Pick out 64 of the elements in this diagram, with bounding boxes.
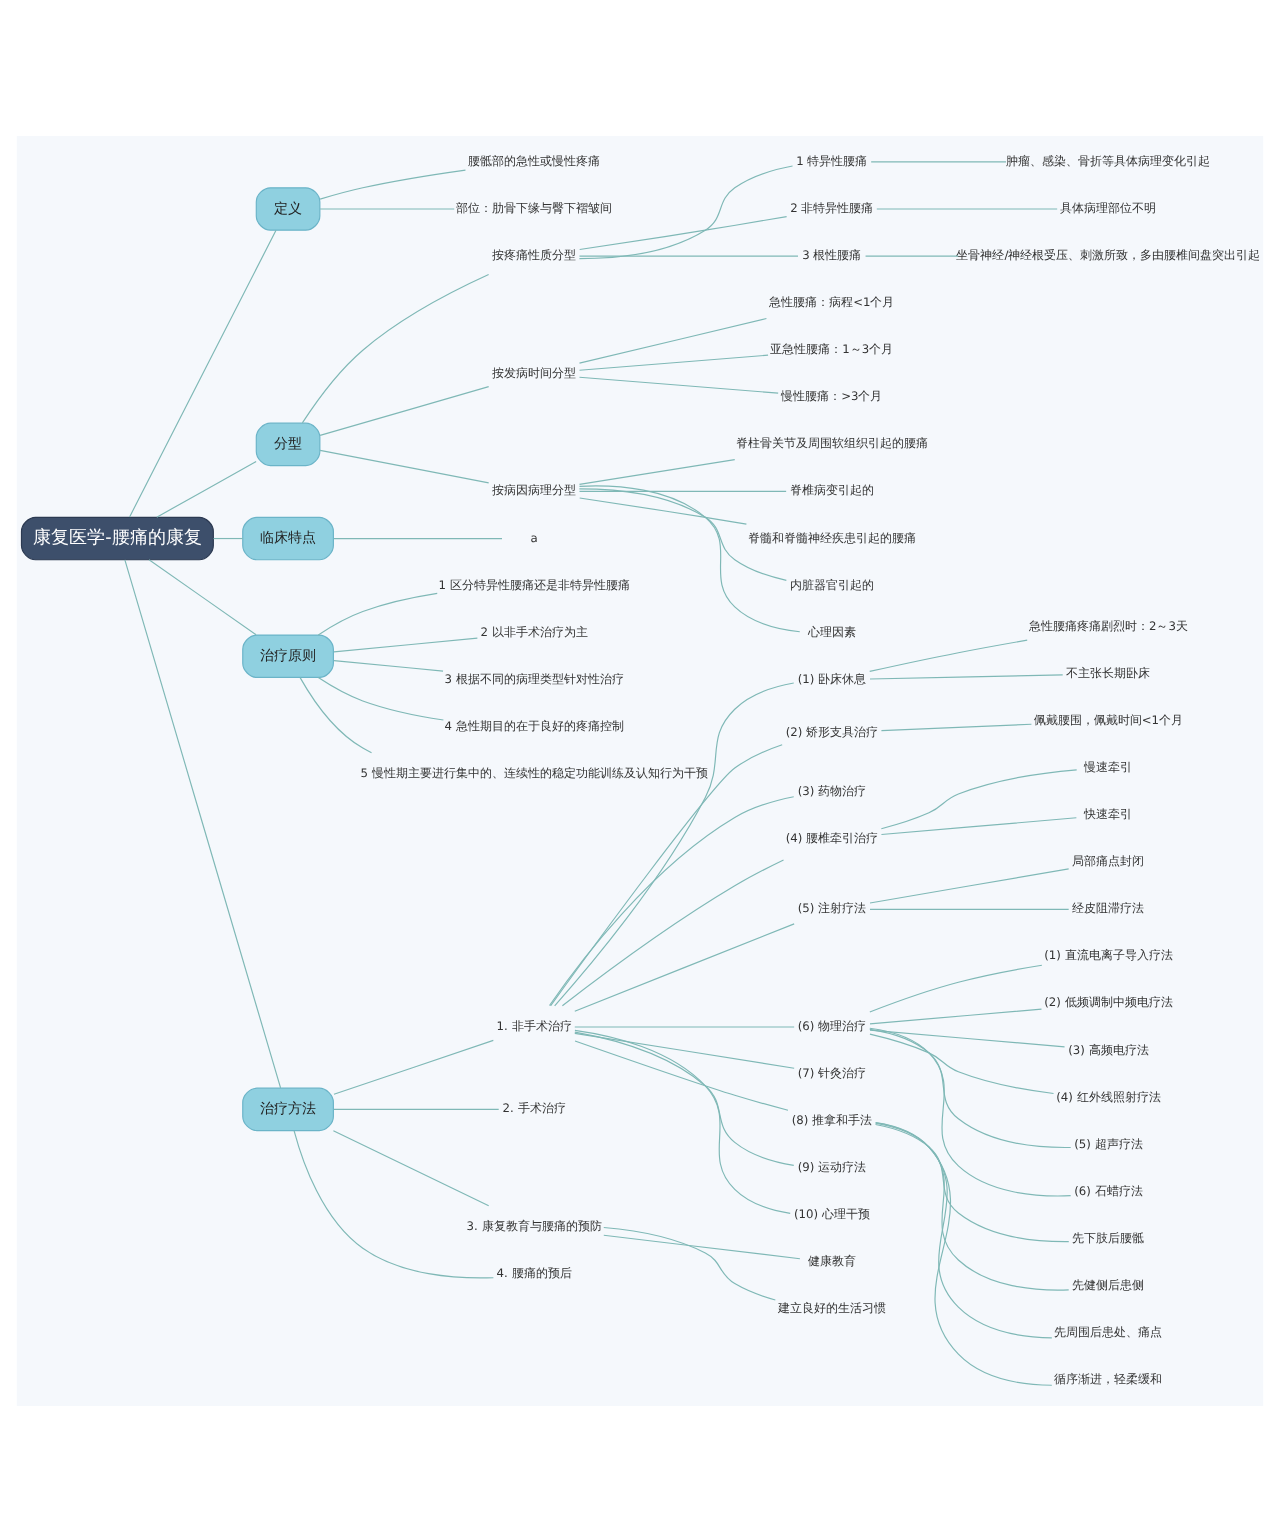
connector	[333, 1038, 494, 1094]
connector	[869, 867, 1070, 903]
connector	[578, 489, 787, 492]
connector	[579, 496, 747, 524]
connector	[317, 591, 438, 635]
connector	[548, 795, 795, 1006]
connector	[880, 816, 1077, 835]
connector	[561, 858, 785, 1006]
connector	[129, 228, 277, 517]
connector	[574, 1039, 789, 1110]
connector	[869, 1027, 1072, 1148]
connector	[869, 1007, 1043, 1024]
connector	[875, 1120, 1053, 1385]
connector	[578, 316, 768, 363]
connector	[319, 168, 467, 199]
connector	[869, 1032, 1055, 1094]
connector	[148, 558, 257, 635]
connector	[869, 638, 1028, 672]
connector	[574, 922, 795, 1011]
connector	[156, 460, 257, 517]
connector	[880, 768, 1078, 829]
connector	[333, 536, 503, 539]
connector	[574, 1030, 795, 1165]
connector	[869, 1028, 1066, 1047]
connector	[333, 636, 478, 652]
connector	[578, 458, 736, 484]
connector	[574, 1025, 795, 1027]
node-box: 康复医学-腰痛的康复	[20, 515, 214, 560]
connector	[333, 658, 444, 671]
connector	[574, 1028, 791, 1213]
connector	[319, 448, 490, 483]
connector	[869, 1026, 1072, 1196]
connector	[880, 722, 1032, 731]
connector	[124, 558, 282, 1088]
connector	[332, 1129, 490, 1206]
connector	[870, 160, 1007, 162]
connector	[874, 1121, 1053, 1338]
connector	[301, 272, 490, 423]
connector	[579, 215, 788, 250]
connector	[212, 536, 244, 539]
connector	[869, 907, 1070, 909]
connector	[578, 487, 787, 580]
connector	[319, 385, 490, 435]
connector	[578, 164, 794, 259]
connector	[864, 254, 959, 256]
connector	[578, 484, 801, 632]
connector	[319, 207, 455, 209]
connector	[317, 676, 444, 720]
connector	[875, 1121, 1070, 1290]
connector	[578, 353, 769, 370]
connector	[578, 375, 779, 393]
connector	[293, 1129, 494, 1278]
connector	[333, 1107, 500, 1109]
connector	[603, 1225, 776, 1300]
connector	[578, 254, 799, 256]
connector	[869, 673, 1064, 679]
connector	[554, 681, 795, 1006]
connector	[869, 963, 1043, 1012]
connector	[874, 1122, 1070, 1242]
connector	[574, 1031, 795, 1068]
connector	[603, 1233, 801, 1259]
connector	[876, 207, 1058, 209]
connector	[549, 743, 783, 1006]
connector	[299, 676, 373, 753]
